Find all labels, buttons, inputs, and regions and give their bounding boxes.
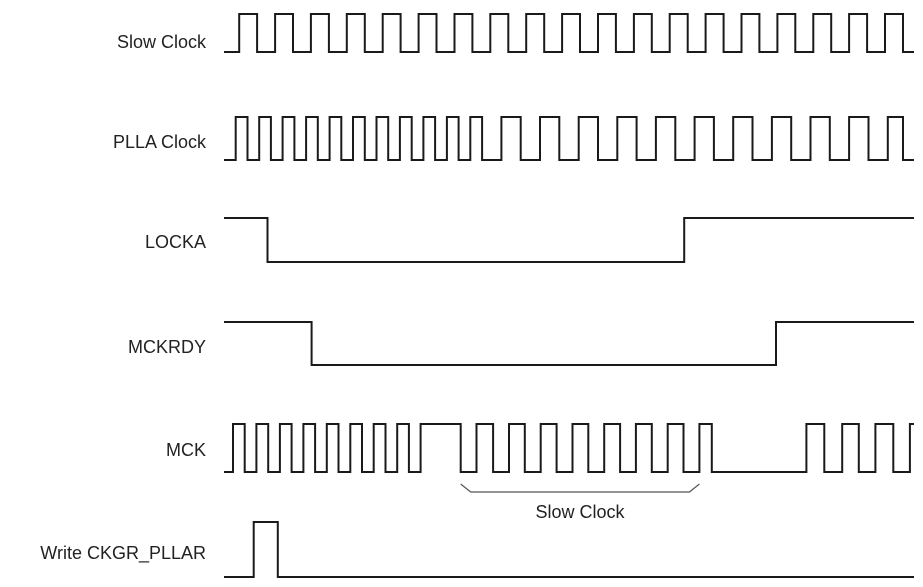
mck-label: MCK: [166, 440, 206, 460]
write-ckgr-pllar-waveform: [224, 521, 914, 578]
slow-clock-label: Slow Clock: [117, 32, 207, 52]
slow-clock-bracket: [460, 483, 700, 493]
slow-clock-annotation-label: Slow Clock: [535, 502, 625, 522]
mckrdy-waveform: [224, 321, 914, 366]
write-ckgr-pllar-label: Write CKGR_PLLAR: [40, 543, 206, 564]
signal-labels: Slow Clock PLLA Clock LOCKA MCKRDY MCK W…: [40, 32, 207, 564]
slow-clock-waveform: [224, 13, 914, 53]
slow-clock-annotation: Slow Clock: [460, 483, 700, 522]
locka-waveform: [224, 217, 914, 263]
mckrdy-label: MCKRDY: [128, 337, 206, 357]
plla-clock-waveform: [224, 116, 914, 161]
mck-waveform: [224, 423, 914, 473]
plla-clock-label: PLLA Clock: [113, 132, 207, 152]
waveforms: [224, 13, 914, 578]
locka-label: LOCKA: [145, 232, 206, 252]
